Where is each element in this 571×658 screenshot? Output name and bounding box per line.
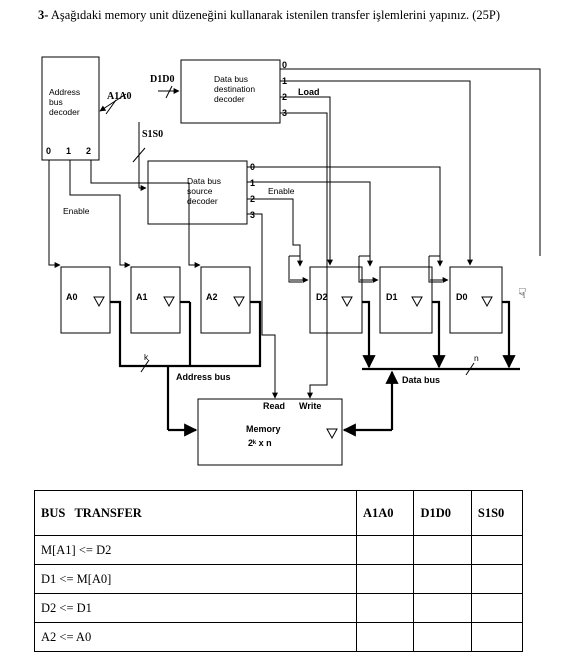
s1s0-cell[interactable]	[470, 622, 524, 652]
table-header-row: BUS TRANSFER A1A0 D1D0 S1S0	[34, 490, 524, 536]
dest-out-2: 2	[282, 92, 287, 102]
table-row: D2 <= D1	[34, 593, 524, 623]
register-D2-label: D2	[316, 292, 328, 302]
addr-out-0: 0	[46, 146, 51, 156]
dest-select-label: D1D0	[150, 74, 174, 85]
register-D1-label: D1	[386, 292, 398, 302]
transfer-cell: D2 <= D1	[34, 593, 357, 623]
source-decoder-box	[147, 160, 248, 225]
a1a0-cell[interactable]	[355, 622, 415, 652]
memory-size: 2ᵏ x n	[248, 438, 272, 448]
question-number: 3-	[38, 8, 49, 22]
table-row: M[A1] <= D2	[34, 535, 524, 565]
a1a0-cell[interactable]	[355, 593, 415, 623]
question-body: Aşağıdaki memory unit düzeneğini kullana…	[50, 8, 501, 22]
transfer-cell: M[A1] <= D2	[34, 535, 357, 565]
table-row: A2 <= A0	[34, 622, 524, 652]
register-D2-box	[309, 266, 363, 334]
register-D1-box	[379, 266, 433, 334]
register-A2-label: A2	[206, 292, 218, 302]
d1d0-cell[interactable]	[413, 593, 472, 623]
register-A1-label: A1	[136, 292, 148, 302]
register-D0-box	[449, 266, 503, 334]
dest-out-0: 0	[282, 60, 287, 70]
address-decoder-title-3: decoder	[49, 107, 80, 117]
bus-transfer-table: BUS TRANSFER A1A0 D1D0 S1S0 M[A1] <= D2 …	[34, 490, 524, 652]
addr-enable-label: Enable	[63, 206, 90, 216]
dest-out-1: 1	[282, 76, 287, 86]
addr-select-label: A1A0	[107, 91, 131, 102]
dest-decoder-title-2: destination	[214, 84, 255, 94]
d1d0-cell[interactable]	[413, 564, 472, 594]
memory-unit-diagram: Address bus decoder 0 1 2 A1A0 Enable Da…	[41, 56, 541, 466]
register-A0-box	[60, 266, 111, 334]
source-decoder-title-3: decoder	[187, 196, 218, 206]
d1d0-cell[interactable]	[413, 535, 472, 565]
s1s0-cell[interactable]	[470, 535, 524, 565]
header-bus-transfer: BUS TRANSFER	[34, 490, 357, 536]
dest-decoder-title-1: Data bus	[214, 74, 248, 84]
addr-out-2: 2	[86, 146, 91, 156]
address-bus-width: k	[144, 352, 149, 362]
memory-read-label: Read	[263, 401, 285, 411]
a1a0-cell[interactable]	[355, 535, 415, 565]
question-text: 3- Aşağıdaki memory unit düzeneğini kull…	[38, 8, 500, 23]
register-A2-box	[200, 266, 251, 334]
s1s0-cell[interactable]	[470, 593, 524, 623]
memory-box	[197, 398, 343, 466]
transfer-cell: D1 <= M[A0]	[34, 564, 357, 594]
register-D0-label: D0	[456, 292, 468, 302]
address-decoder-title-1: Address	[49, 87, 80, 97]
src-out-0: 0	[250, 162, 255, 172]
memory-write-label: Write	[299, 401, 321, 411]
table-row: D1 <= M[A0]	[34, 564, 524, 594]
a1a0-cell[interactable]	[355, 564, 415, 594]
register-A1-box	[130, 266, 181, 334]
src-enable-label: Enable	[268, 186, 295, 196]
s1s0-cell[interactable]	[470, 564, 524, 594]
dest-decoder-title-3: decoder	[214, 94, 245, 104]
data-bus-width: n	[474, 353, 479, 363]
header-a1a0: A1A0	[355, 490, 415, 536]
memory-title: Memory	[246, 424, 281, 434]
data-bus-label: Data bus	[402, 375, 440, 385]
source-decoder-title-1: Data bus	[187, 176, 221, 186]
register-A0-label: A0	[66, 292, 78, 302]
d1d0-cell[interactable]	[413, 622, 472, 652]
dest-decoder-box	[180, 59, 281, 124]
transfer-cell: A2 <= A0	[34, 622, 357, 652]
address-decoder-title-2: bus	[49, 97, 63, 107]
header-s1s0: S1S0	[470, 490, 524, 536]
dest-out-3: 3	[282, 108, 287, 118]
src-out-3: 3	[250, 210, 255, 220]
src-out-2: 2	[250, 194, 255, 204]
addr-out-1: 1	[66, 146, 71, 156]
header-d1d0: D1D0	[413, 490, 472, 536]
pointer-hand-icon: ☟	[518, 286, 527, 302]
address-bus-label: Address bus	[176, 372, 231, 382]
src-select-label: S1S0	[142, 129, 163, 140]
source-decoder-title-2: source	[187, 186, 213, 196]
load-label: Load	[298, 87, 320, 97]
src-out-1: 1	[250, 178, 255, 188]
